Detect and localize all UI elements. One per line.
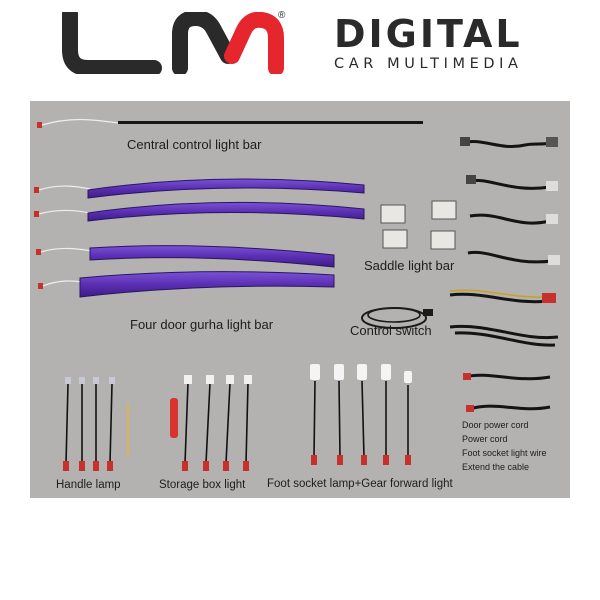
brand-subtitle: CAR MULTIMEDIA <box>334 56 523 72</box>
label-door-power-cord: Door power cord <box>462 420 529 430</box>
label-storage-box-light: Storage box light <box>159 479 246 491</box>
label-control-switch: Control switch <box>350 323 432 338</box>
door-light-bars <box>34 178 365 298</box>
product-illustration <box>34 118 560 471</box>
label-handle-lamp: Handle lamp <box>56 479 121 491</box>
wire-harnesses <box>449 137 560 412</box>
saddle-modules <box>380 200 457 250</box>
label-extend-cable: Extend the cable <box>462 462 530 472</box>
label-foot-socket-light-wire: Foot socket light wire <box>462 448 547 458</box>
brand-header: ® DIGITAL CAR MULTIMEDIA <box>0 0 600 95</box>
brand-title: DIGITAL <box>334 12 523 56</box>
registered-mark: ® <box>278 10 286 21</box>
product-photo: Central control light bar Four door gurh… <box>30 101 570 498</box>
foot-socket-lamps <box>310 364 412 465</box>
handle-lamps <box>63 377 129 471</box>
label-saddle-light-bar: Saddle light bar <box>364 258 455 273</box>
label-power-cord: Power cord <box>462 434 508 444</box>
label-four-door-light-bar: Four door gurha light bar <box>130 317 274 332</box>
control-switch-cable <box>361 307 433 329</box>
label-central-light-bar: Central control light bar <box>127 137 262 152</box>
central-light-bar <box>37 118 423 128</box>
lm-logo <box>62 12 284 74</box>
storage-box-lights <box>170 375 252 471</box>
label-foot-socket-lamp: Foot socket lamp+Gear forward light <box>267 478 453 490</box>
